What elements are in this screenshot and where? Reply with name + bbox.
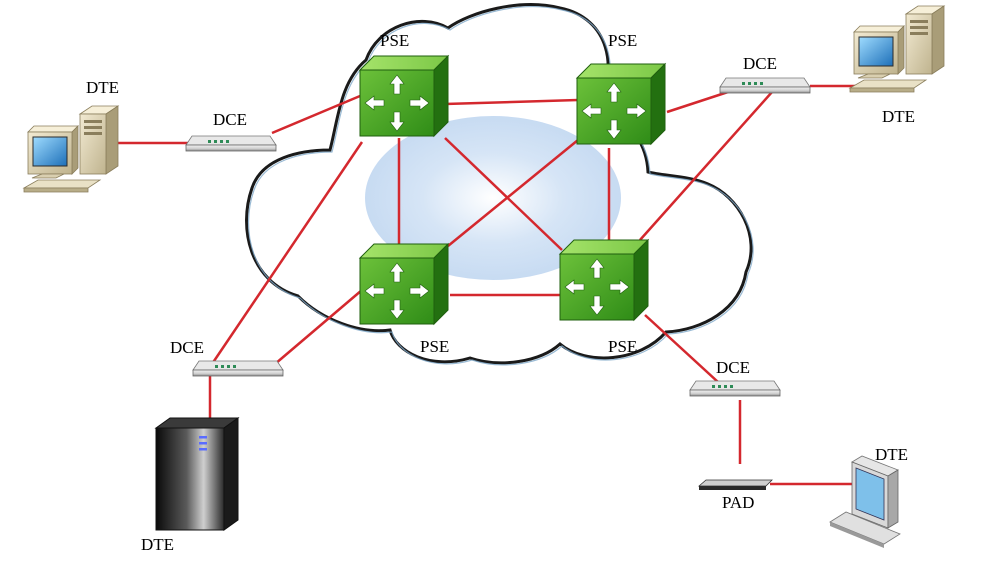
dte-desktop-top-right bbox=[849, 5, 945, 93]
label-dte-bottom-left: DTE bbox=[141, 535, 174, 554]
pse-switch-top-right bbox=[576, 63, 666, 145]
cloud-rim bbox=[247, 6, 754, 366]
label-pse-top-right: PSE bbox=[608, 31, 637, 50]
dte-terminal-bottom-right bbox=[829, 455, 901, 548]
link-pse-bl-dce-bl bbox=[274, 289, 363, 365]
label-pse-bottom-left: PSE bbox=[420, 337, 449, 356]
labels: PSE PSE PSE PSE DCE DCE DCE DCE DTE DTE … bbox=[86, 31, 915, 554]
modem-icon bbox=[719, 77, 811, 94]
desktop-computer-icon bbox=[849, 5, 945, 93]
label-dte-top-right: DTE bbox=[882, 107, 915, 126]
link-pse-tr-pse-bl bbox=[447, 139, 579, 247]
dce-modem-top-left bbox=[185, 135, 277, 152]
dte-desktop-top-left bbox=[23, 105, 119, 193]
modem-icon bbox=[689, 380, 781, 397]
link-pse-tl-dce-bl bbox=[210, 141, 364, 365]
label-dce-top-left: DCE bbox=[213, 110, 247, 129]
dce-modem-top-right bbox=[719, 77, 811, 94]
modem-icon bbox=[192, 360, 284, 377]
label-dce-bottom-right: DCE bbox=[716, 358, 750, 377]
cloud-network bbox=[245, 3, 754, 366]
label-dte-top-left: DTE bbox=[86, 78, 119, 97]
router-switch-icon bbox=[359, 55, 449, 137]
router-switch-icon bbox=[359, 243, 449, 325]
link-pse-tr-dce-tr bbox=[666, 90, 729, 114]
link-pse-tl-pse-tr bbox=[444, 98, 579, 106]
label-pse-bottom-right: PSE bbox=[608, 337, 637, 356]
router-switch-icon bbox=[576, 63, 666, 145]
pse-switch-bottom-right bbox=[559, 239, 649, 321]
dte-server-bottom-left bbox=[154, 417, 240, 531]
pse-switch-top-left bbox=[359, 55, 449, 137]
modem-icon bbox=[185, 135, 277, 152]
pad-device-icon bbox=[697, 479, 773, 490]
label-dce-top-right: DCE bbox=[743, 54, 777, 73]
links bbox=[117, 84, 868, 486]
pse-switch-bottom-left bbox=[359, 243, 449, 325]
dce-modem-bottom-right bbox=[689, 380, 781, 397]
link-pse-br-dce-br bbox=[644, 314, 719, 383]
link-dce-tl-pse-tl bbox=[271, 94, 361, 135]
label-dte-bottom-right: DTE bbox=[875, 445, 908, 464]
label-pad: PAD bbox=[722, 493, 754, 512]
link-pse-tl-pse-br bbox=[444, 137, 563, 251]
label-pse-top-left: PSE bbox=[380, 31, 409, 50]
pad-device bbox=[697, 479, 773, 490]
desktop-computer-icon bbox=[23, 105, 119, 193]
router-switch-icon bbox=[559, 239, 649, 321]
server-tower-icon bbox=[154, 417, 240, 531]
link-dce-tr-pse-br bbox=[639, 91, 773, 241]
dce-modem-bottom-left bbox=[192, 360, 284, 377]
label-dce-bottom-left: DCE bbox=[170, 338, 204, 357]
terminal-icon bbox=[829, 455, 901, 548]
